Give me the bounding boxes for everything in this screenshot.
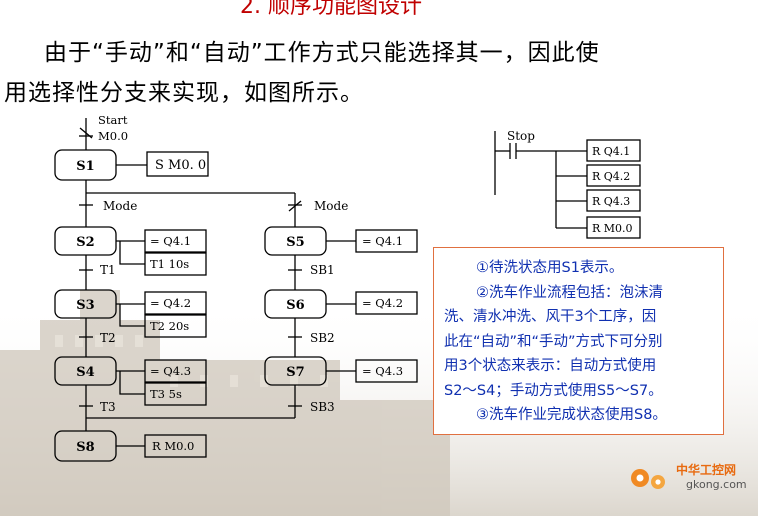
section-heading: 2. 顺序功能图设计 — [240, 0, 422, 19]
note-line-4: 此在“自动”和“手动”方式下可分别 — [444, 333, 663, 350]
start-label: Start — [98, 113, 128, 127]
action-text-s3-a: = Q4.2 — [150, 296, 191, 310]
ladder-coil-text-2: R Q4.2 — [592, 170, 630, 183]
note-line-1: ①待洗状态用S1表示。 — [476, 260, 624, 276]
mode-right-label: Mode — [314, 199, 348, 213]
transition-label-t1: T1 — [100, 263, 116, 277]
mode-left-label: Mode — [103, 199, 137, 213]
action-text-s5: = Q4.1 — [362, 234, 403, 248]
action-box-s1 — [146, 151, 209, 177]
intro-paragraph-line1: 由于“手动”和“自动”工作方式只能选择其一，因此使 — [44, 40, 600, 66]
transition-label-t2: T2 — [100, 331, 116, 345]
action-box-s3-a — [144, 291, 207, 315]
step-label-s1: S1 — [76, 159, 94, 174]
transition-label-sb3: SB3 — [310, 400, 335, 414]
transition-label-sb1: SB1 — [310, 263, 335, 277]
action-box-s3-b — [144, 314, 207, 338]
transition-label-t3: T3 — [100, 400, 116, 414]
action-box-s4-a — [144, 359, 207, 383]
action-box-s4-b — [144, 382, 207, 406]
start-contact-label: M0.0 — [98, 129, 128, 143]
action-box-s5 — [355, 229, 418, 253]
watermark-domain: gkong.com — [686, 478, 747, 491]
action-box-s2-a — [144, 229, 207, 253]
action-box-s7 — [355, 359, 418, 383]
action-text-s2-a: = Q4.1 — [150, 234, 191, 248]
ladder-coil-text-4: R M0.0 — [592, 222, 633, 235]
ladder-coil-box-1 — [586, 139, 641, 162]
note-line-6: S2～S4；手动方式使用S5～S7。 — [444, 382, 663, 399]
step-label-s5: S5 — [286, 235, 304, 250]
intro-paragraph-line2: 用选择性分支来实现，如图所示。 — [4, 80, 364, 106]
explanation-note-box: ①待洗状态用S1表示。 ②洗车作业流程包括：泡沫清 洗、清水冲洗、风干3个工序，… — [433, 247, 724, 435]
ladder-coil-box-2 — [586, 164, 641, 187]
step-label-s7: S7 — [286, 365, 304, 380]
step-label-s2: S2 — [76, 235, 94, 250]
action-text-s6: = Q4.2 — [362, 296, 403, 310]
step-label-s6: S6 — [286, 298, 304, 313]
action-text-s4-b: T3 5s — [150, 387, 182, 401]
step-label-s4: S4 — [76, 365, 94, 380]
action-box-s6 — [355, 291, 418, 315]
note-line-7: ③洗车作业完成状态使用S8。 — [476, 407, 667, 423]
action-text-s4-a: = Q4.3 — [150, 364, 191, 378]
ladder-contact-label: Stop — [507, 129, 535, 143]
ladder-coil-box-4 — [586, 216, 641, 239]
ladder-coil-text-3: R Q4.3 — [592, 195, 630, 208]
ladder-coil-box-3 — [586, 189, 641, 212]
gkong-logo-icon — [631, 469, 665, 489]
action-text-s7: = Q4.3 — [362, 364, 403, 378]
action-box-s8 — [144, 434, 207, 458]
note-line-3: 洗、清水冲洗、风干3个工序，因 — [444, 309, 657, 325]
action-text-s3-b: T2 20s — [150, 319, 189, 333]
action-text-s8: R M0.0 — [152, 439, 194, 453]
ladder-coil-text-1: R Q4.1 — [592, 145, 630, 158]
transition-label-sb2: SB2 — [310, 331, 335, 345]
note-line-5: 用3个状态来表示：自动方式使用 — [444, 358, 657, 374]
step-label-s8: S8 — [76, 440, 94, 455]
action-text-s2-b: T1 10s — [150, 257, 189, 271]
action-box-s2-b — [144, 252, 207, 276]
action-text-s1: S M0. 0 — [155, 158, 206, 173]
note-line-2: ②洗车作业流程包括：泡沫清 — [476, 284, 663, 301]
step-label-s3: S3 — [76, 298, 94, 313]
watermark-chinese: 中华工控网 — [676, 463, 737, 477]
